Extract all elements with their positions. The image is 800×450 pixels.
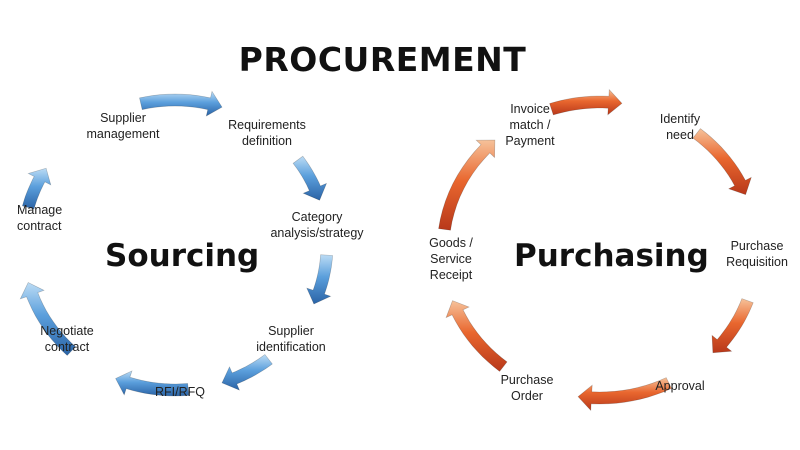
step-category-analysis: Category analysis/strategy [270,210,364,240]
sourcing-arrow-6 [19,282,76,356]
step-approval: Approval [655,379,705,393]
purchasing-arrow-5 [445,300,508,372]
sourcing-arrow-7 [22,167,52,210]
purchasing-arrow-1 [549,88,623,116]
sourcing-arrow-1 [139,90,223,117]
sourcing-arrow-3 [306,254,333,305]
step-rfi-rfq: RFI/RFQ [155,385,205,399]
step-purchase-requisition: Purchase Requisition [726,239,788,269]
page-title: PROCUREMENT [238,40,527,79]
step-manage-contract: Manage contract [17,203,63,233]
step-supplier-management: Supplier management [86,111,160,141]
step-supplier-identification: Supplier identification [256,324,326,354]
purchasing-arrow-2 [692,128,752,195]
step-invoice-match-payment: Invoice match / Payment [505,102,555,148]
purchasing-cycle-arrows [438,88,754,412]
sourcing-arrow-5 [115,370,190,397]
step-requirements-definition: Requirements definition [228,118,306,148]
purchasing-arrow-3 [711,298,754,354]
step-goods-service-receipt: Goods / Service Receipt [429,236,473,282]
sourcing-arrow-2 [292,155,328,201]
step-identify-need: Identify need [659,112,701,142]
purchasing-label: Purchasing [514,238,709,274]
purchasing-arrow-4 [577,377,672,412]
step-purchase-order: Purchase Order [500,373,554,403]
sourcing-label: Sourcing [105,238,260,274]
sourcing-cycle-arrows [19,90,333,397]
sourcing-arrow-4 [221,354,273,391]
purchasing-arrow-6 [438,139,496,231]
step-negotiate-contract: Negotiate contract [40,324,94,354]
